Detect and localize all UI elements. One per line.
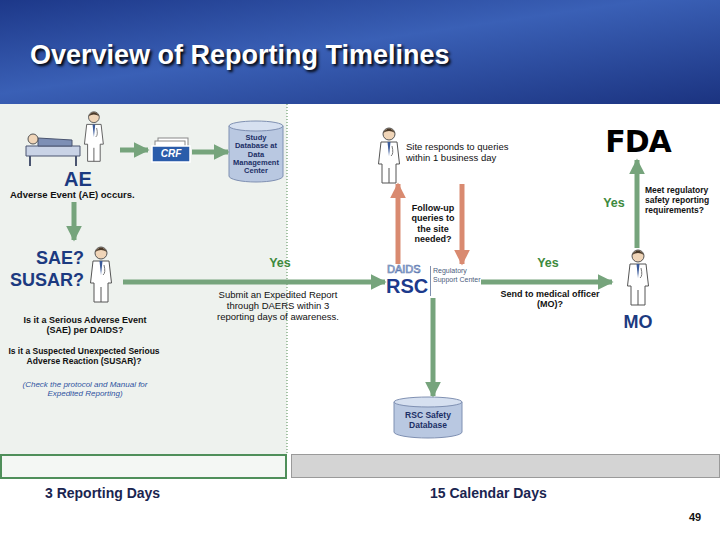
leg-line (93, 148, 94, 162)
band-label: 15 Calendar Days (430, 485, 650, 501)
band-strip (292, 455, 720, 478)
bed-legs (30, 156, 76, 166)
flow-arrow (460, 184, 465, 264)
flow-arrow (635, 160, 640, 248)
database-cylinder: RSC Safety Database (393, 396, 463, 438)
stethoscope-line (640, 268, 642, 278)
leg-line (389, 168, 390, 183)
edge-label: Follow-up queries to the site needed? (404, 203, 462, 244)
note-text: (Check the protocol and Manual for Exped… (18, 380, 152, 398)
edge-label: Yes (260, 256, 300, 270)
cylinder-body (229, 126, 283, 182)
flow-arrow (120, 148, 148, 153)
cylinder-top (394, 397, 462, 407)
logo-text: RSC (386, 275, 430, 298)
rsc-logo: DAIDSRSCRegulatory Support Center (385, 264, 481, 298)
hair-shape (632, 251, 644, 256)
flow-arrow (123, 280, 385, 285)
coat-shape (628, 264, 649, 305)
hair-shape (89, 112, 100, 116)
logo-subtext: Regulatory Support Center (433, 267, 481, 285)
header-band (0, 0, 720, 104)
logo-text: DAIDS (387, 263, 431, 276)
decision-node: SAE? SUSAR?Is it a Serious Adverse Event… (8, 240, 123, 402)
node-heading: SAE? SUSAR? (4, 248, 84, 291)
cylinder-top (229, 121, 283, 131)
timeline-band: 3 Reporting Days (0, 454, 287, 506)
leg-line (638, 290, 639, 305)
person-symbol (628, 250, 649, 305)
stethoscope-line (103, 265, 105, 275)
coat-shape (91, 261, 112, 302)
officer-node: MO (612, 248, 664, 334)
slide-title: Overview of Reporting Timelines (30, 40, 690, 71)
flow-arrow (431, 298, 436, 396)
leg-line (101, 287, 102, 302)
event-node: AEAdverse Event (AE) occurs. (8, 118, 120, 202)
edge-note: Meet regulatory safety reporting require… (645, 186, 720, 215)
tie-shape (388, 142, 391, 156)
node-caption: Adverse Event (AE) occurs. (10, 190, 160, 201)
person-symbol (84, 112, 103, 162)
form-badge (152, 146, 190, 162)
stethoscope-line (391, 146, 393, 156)
node-heading: MO (612, 312, 664, 333)
band-strip (1, 455, 286, 478)
patient-body (38, 138, 72, 146)
hair-shape (95, 248, 107, 253)
form-icon: CRF (148, 136, 192, 164)
person-symbol (91, 247, 112, 302)
logo-divider (430, 266, 431, 296)
agency-logo: FDA (603, 124, 673, 160)
flow-arrow (481, 280, 612, 285)
stethoscope-line (96, 128, 98, 137)
edge-label: Yes (594, 196, 634, 210)
edge-note: Submit an Expedited Report through DAERS… (216, 290, 340, 323)
patient-head (28, 134, 38, 144)
head-shape (95, 247, 107, 259)
head-shape (89, 112, 100, 123)
tie-shape (100, 261, 103, 275)
coat-shape (379, 142, 400, 183)
tie-shape (93, 124, 96, 137)
form-label: CRF (152, 147, 190, 161)
edge-label: Yes (528, 256, 568, 270)
edge-note: Send to medical officer (MO)? (500, 289, 600, 310)
node-heading: AE (58, 168, 98, 191)
database-label: RSC Safety Database (396, 411, 460, 431)
coat-shape (84, 124, 103, 161)
hair-shape (383, 129, 395, 134)
node-text: Site responds to queries within 1 busine… (406, 142, 510, 164)
site-node: Site responds to queries within 1 busine… (376, 126, 516, 184)
panel-divider (286, 104, 287, 454)
bed-shape (26, 146, 80, 156)
flow-arrow (192, 150, 228, 155)
page-number: 49 (680, 511, 710, 524)
person-symbol (379, 128, 400, 183)
head-shape (383, 128, 395, 140)
band-label: 3 Reporting Days (45, 485, 245, 501)
database-cylinder: Study Database at Data Management Center (228, 120, 284, 182)
question-text: Is it a Suspected Unexpected Serious Adv… (2, 347, 166, 367)
left-panel (0, 104, 287, 454)
database-label: Study Database at Data Management Center (230, 134, 282, 175)
head-shape (632, 250, 644, 262)
timeline-band: 15 Calendar Days (291, 454, 720, 506)
tie-shape (637, 264, 640, 278)
logo-text: FDA (598, 124, 678, 160)
flow-arrow (396, 184, 401, 264)
flow-arrow (72, 202, 77, 240)
question-text: Is it a Serious Adverse Event (SAE) per … (23, 315, 147, 336)
